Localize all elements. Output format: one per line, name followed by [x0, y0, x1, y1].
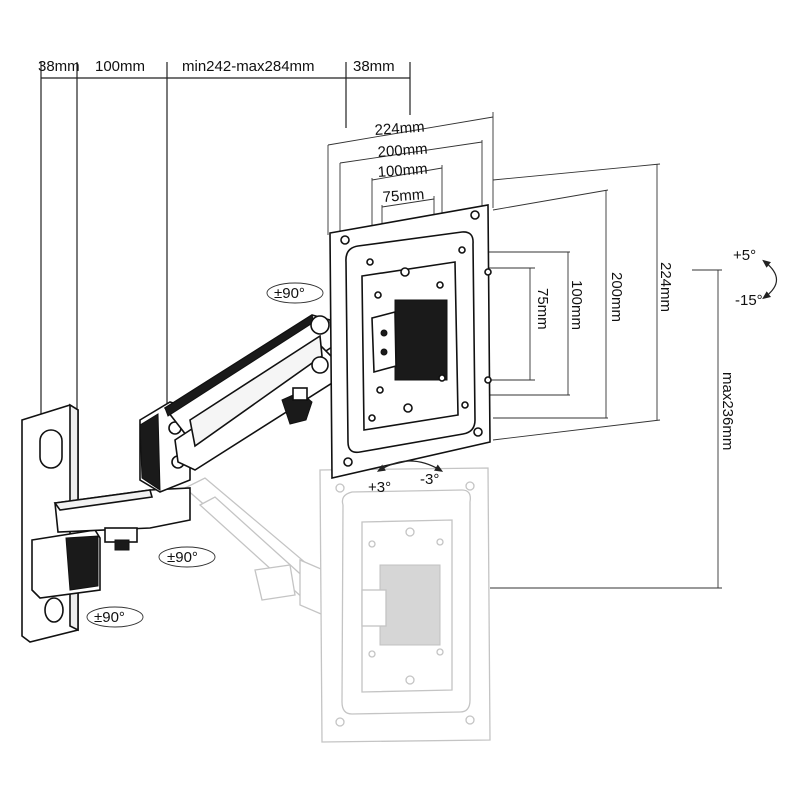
dim-vesa-h-75: 75mm — [382, 186, 425, 206]
wall-slot-bottom — [44, 597, 64, 623]
rotation-indicators: ±90° ±90° ±90° +3° -3° — [86, 282, 444, 628]
wall-swivel-label: ±90° — [94, 609, 125, 626]
arm-swivel-label: ±90° — [167, 549, 198, 566]
dim-vesa-h-200: 200mm — [377, 141, 428, 161]
tilt-up-label: +5° — [733, 247, 756, 264]
vesa-horizontal-dimensions: 224mm 200mm 100mm 75mm — [327, 112, 494, 255]
dim-vesa-h-224: 224mm — [374, 119, 425, 139]
roll-plus-label: +3° — [368, 479, 391, 496]
dim-height-adjust: max236mm — [719, 372, 736, 450]
dim-arm-reach: min242-max284mm — [182, 58, 315, 75]
dim-vesa-v-75: 75mm — [534, 288, 551, 330]
tilt-down-label: -15° — [735, 292, 763, 309]
upper-arm — [163, 314, 341, 471]
vesa-vertical-dimensions: 75mm 100mm 200mm 224mm — [485, 163, 674, 441]
dim-vesa-v-100: 100mm — [568, 280, 585, 330]
vesa-plate — [329, 204, 492, 480]
head-swivel-label: ±90° — [274, 285, 305, 302]
height-dimension: max236mm — [490, 269, 736, 589]
dim-wall-plate-width: 38mm — [38, 58, 80, 75]
wall-plate — [21, 403, 101, 643]
top-dimensions: 38mm 100mm min242-max284mm 38mm — [38, 58, 411, 415]
dim-bracket-offset: 100mm — [95, 58, 145, 75]
tilt-head-block — [394, 299, 448, 381]
roll-minus-label: -3° — [420, 471, 439, 488]
dim-vesa-v-200: 200mm — [608, 272, 625, 322]
dim-vesa-h-100: 100mm — [377, 161, 428, 181]
tilt-indicator: +5° -15° — [733, 247, 778, 309]
dim-vesa-v-224: 224mm — [657, 262, 674, 312]
lower-arm — [53, 487, 191, 551]
wall-slot-top — [39, 429, 63, 469]
ghost-lowered-mount — [183, 467, 491, 743]
dim-head-offset: 38mm — [353, 58, 395, 75]
